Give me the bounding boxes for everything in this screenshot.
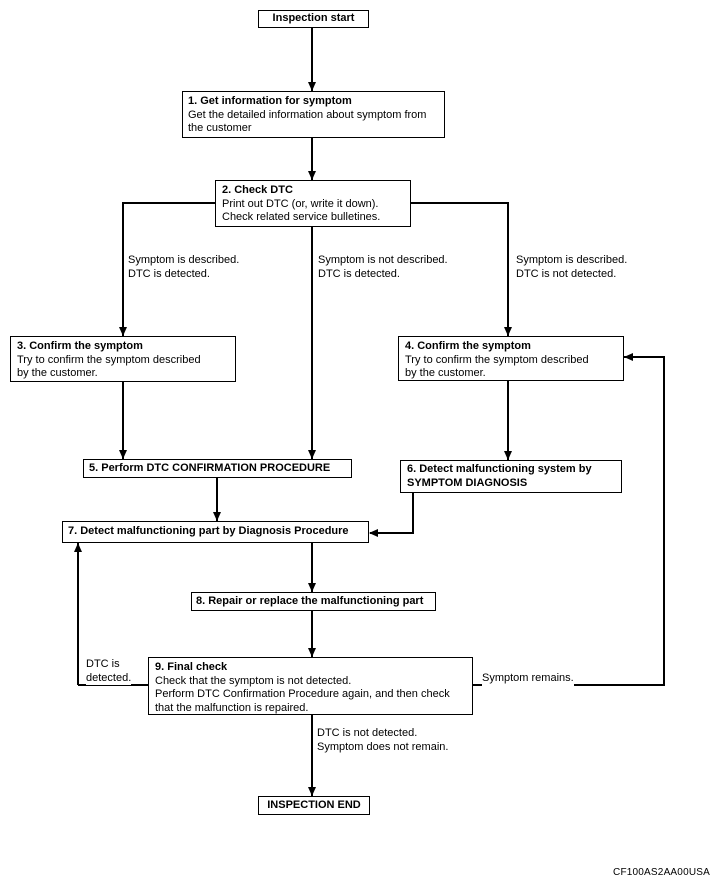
node-inspection-end: INSPECTION END <box>258 796 370 815</box>
connector-2-to-5 <box>311 227 313 459</box>
node-inspection-start: Inspection start <box>258 10 369 28</box>
connector-7-to-8 <box>311 543 313 592</box>
node-step-5: 5. Perform DTC CONFIRMATION PROCEDURE <box>83 459 352 478</box>
edge-label-symptom-described-dtc-detected: Symptom is described. DTC is detected. <box>128 254 240 281</box>
connector-2-left-horizontal <box>123 202 215 204</box>
connector-9-to-4-horizontal <box>624 356 665 358</box>
node-step-3-title: 3. Confirm the symptom <box>17 340 143 352</box>
edge-label-symptom-described-dtc-not-detected: Symptom is described. DTC is not detecte… <box>516 254 628 281</box>
node-step-8: 8. Repair or replace the malfunctioning … <box>191 592 436 611</box>
arrowhead-into-end <box>308 787 316 796</box>
arrowhead-into-step-7-right <box>369 529 378 537</box>
connector-5-to-7 <box>216 478 218 521</box>
arrowhead-into-step-3 <box>119 327 127 336</box>
edge-label-symptom-not-described-dtc-detected: Symptom is not described. DTC is detecte… <box>318 254 448 281</box>
connector-2-to-4 <box>507 202 509 336</box>
node-step-9: 9. Final check Check that the symptom is… <box>148 657 473 715</box>
node-step-9-body: Check that the symptom is not detected. … <box>155 674 450 714</box>
connector-9-to-7-vertical <box>77 543 79 685</box>
node-step-6-title: 6. Detect malfunctioning system by SYMPT… <box>407 463 592 489</box>
node-step-7: 7. Detect malfunctioning part by Diagnos… <box>62 521 369 543</box>
node-step-2-title: 2. Check DTC <box>222 184 293 196</box>
node-step-9-title: 9. Final check <box>155 661 228 673</box>
arrowhead-into-step-6 <box>504 451 512 460</box>
arrowhead-into-step-9 <box>308 648 316 657</box>
connector-start-to-1 <box>311 28 313 91</box>
edge-label-inspection-ok: DTC is not detected. Symptom does not re… <box>317 727 449 754</box>
connector-6-down <box>412 493 414 534</box>
edge-label-dtc-detected: DTC is detected. <box>86 658 132 685</box>
node-step-3-body: Try to confirm the symptom described by … <box>17 353 201 380</box>
node-inspection-start-label: Inspection start <box>272 12 355 25</box>
arrowhead-into-step-1 <box>308 82 316 91</box>
node-step-3: 3. Confirm the symptom Try to confirm th… <box>10 336 236 382</box>
figure-code: CF100AS2AA00USA <box>613 867 710 878</box>
arrowhead-into-step-7-bottom <box>74 543 82 552</box>
edge-label-symptom-remains: Symptom remains. <box>482 672 574 686</box>
connector-4-to-6 <box>507 381 509 460</box>
arrowhead-into-step-2 <box>308 171 316 180</box>
node-step-1: 1. Get information for symptom Get the d… <box>182 91 445 138</box>
connector-9-to-4-vertical <box>663 357 665 686</box>
connector-8-to-9 <box>311 611 313 657</box>
node-step-1-body: Get the detailed information about sympt… <box>188 108 427 135</box>
node-step-4: 4. Confirm the symptom Try to confirm th… <box>398 336 624 381</box>
node-step-4-title: 4. Confirm the symptom <box>405 340 531 352</box>
connector-2-to-3 <box>122 202 124 336</box>
connector-9-to-end <box>311 715 313 796</box>
node-step-7-title: 7. Detect malfunctioning part by Diagnos… <box>68 525 349 538</box>
node-step-4-body: Try to confirm the symptom described by … <box>405 353 589 380</box>
arrowhead-into-step-5-left <box>119 450 127 459</box>
arrowhead-into-step-4-right <box>624 353 633 361</box>
arrowhead-into-step-5-middle <box>308 450 316 459</box>
connector-6-to-7-horizontal <box>370 532 414 534</box>
connector-2-right-horizontal <box>411 202 509 204</box>
connector-1-to-2 <box>311 138 313 180</box>
node-step-2-body: Print out DTC (or, write it down). Check… <box>222 197 381 224</box>
node-step-1-title: 1. Get information for symptom <box>188 95 352 107</box>
arrowhead-into-step-4 <box>504 327 512 336</box>
node-inspection-end-label: INSPECTION END <box>267 798 361 811</box>
node-step-5-title: 5. Perform DTC CONFIRMATION PROCEDURE <box>89 461 331 474</box>
arrowhead-into-step-8 <box>308 583 316 592</box>
node-step-6: 6. Detect malfunctioning system by SYMPT… <box>400 460 622 493</box>
node-step-2: 2. Check DTC Print out DTC (or, write it… <box>215 180 411 227</box>
arrowhead-into-step-7-top <box>213 512 221 521</box>
node-step-8-title: 8. Repair or replace the malfunctioning … <box>196 594 424 607</box>
connector-3-to-5 <box>122 382 124 459</box>
